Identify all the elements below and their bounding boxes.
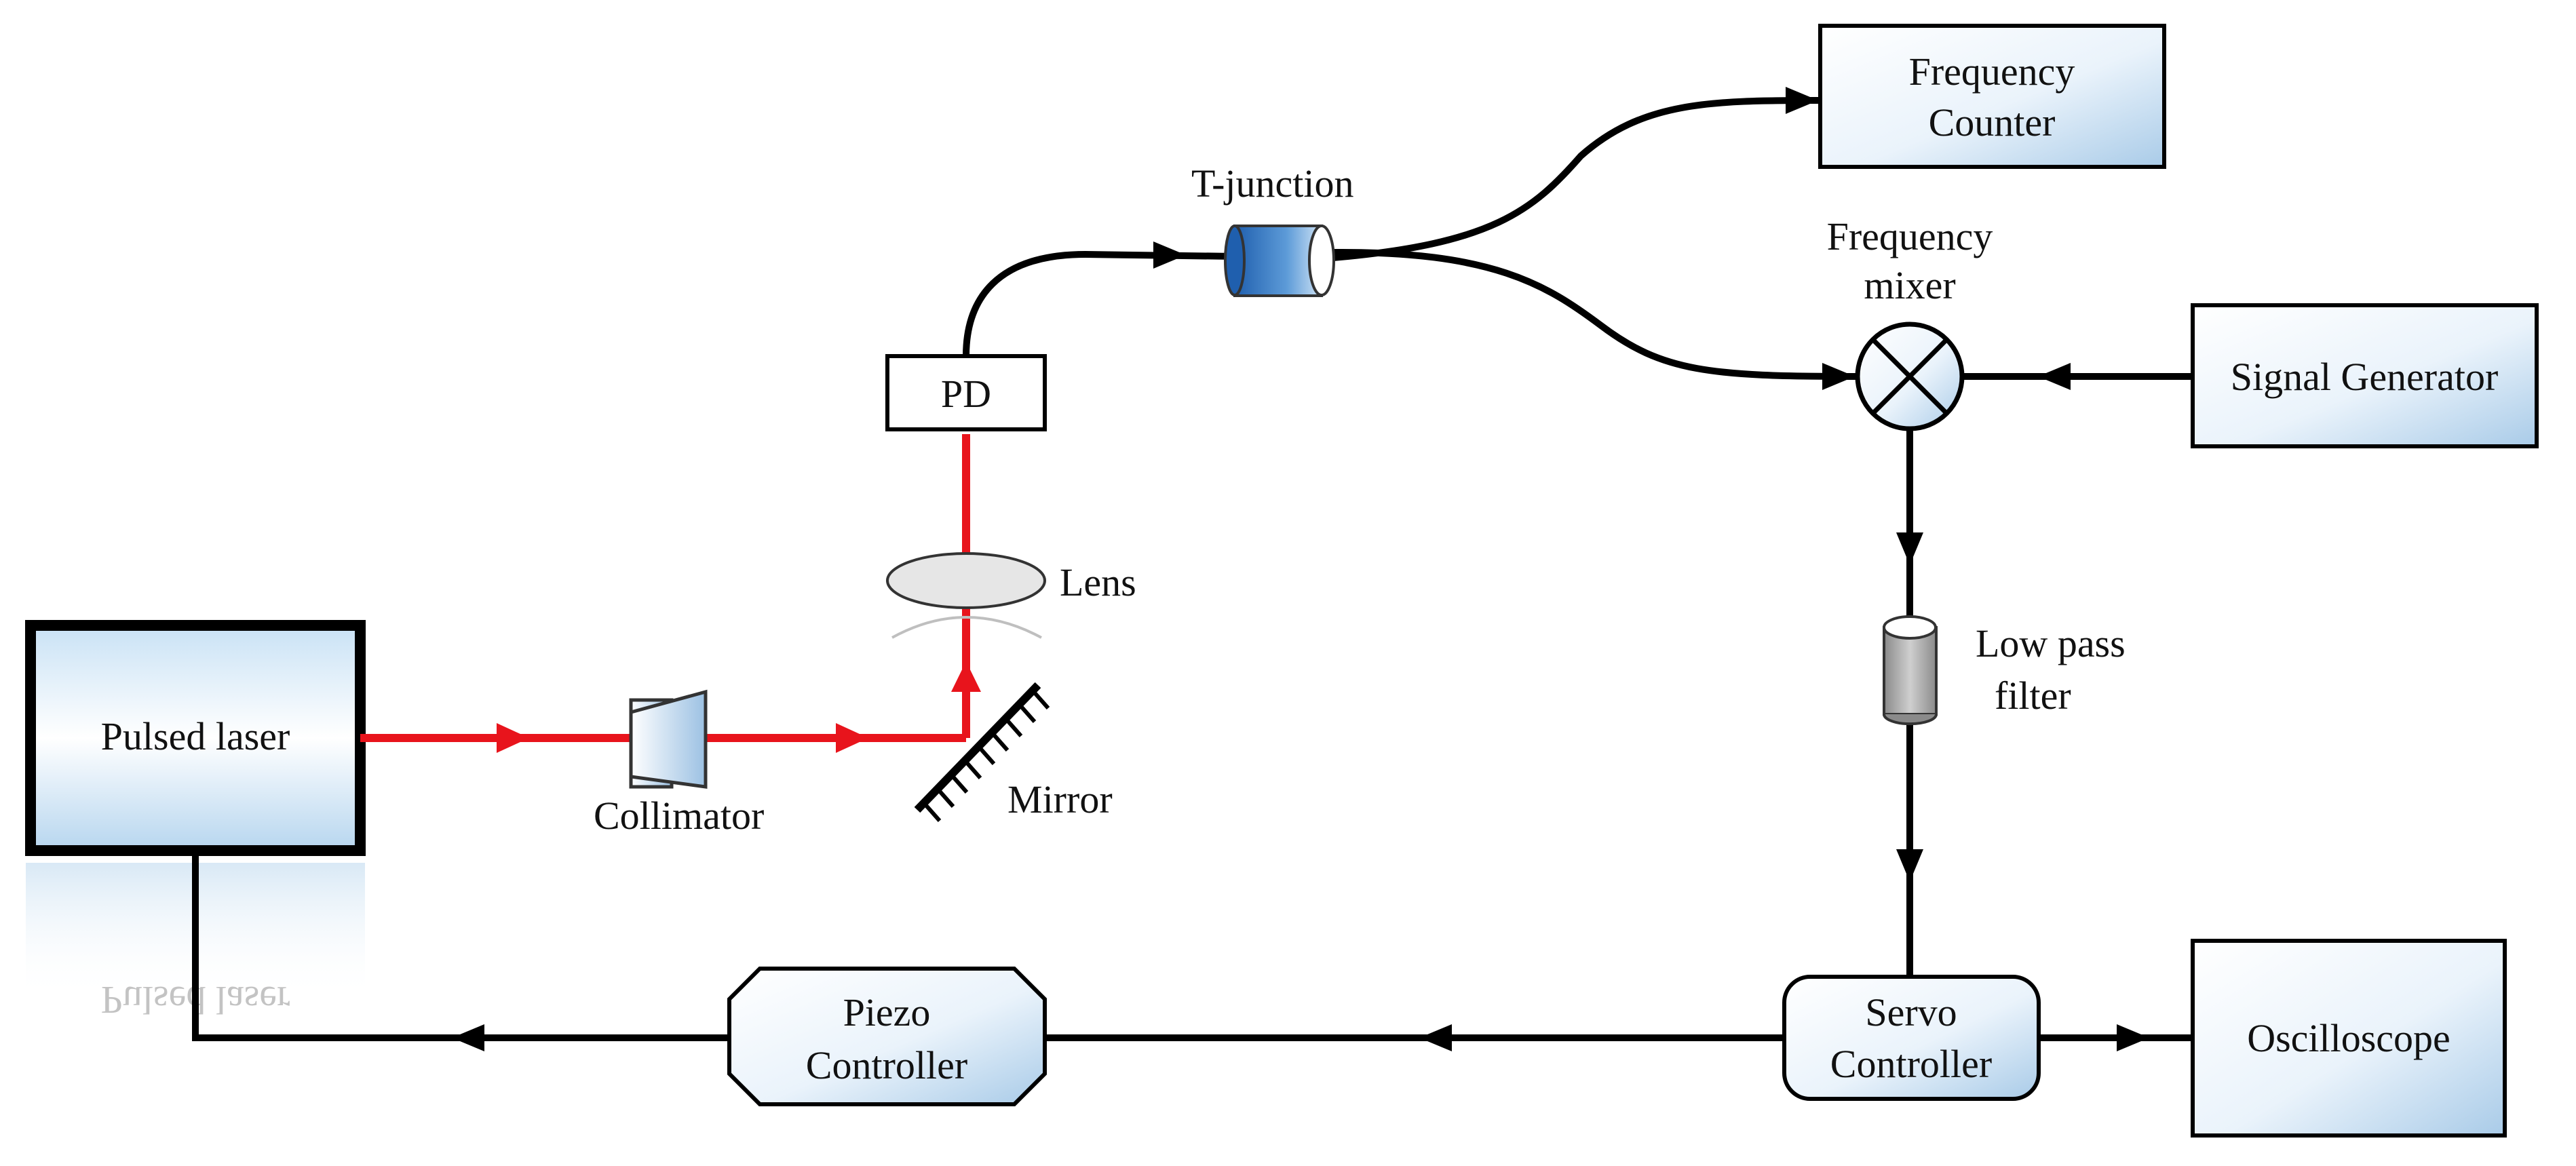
oscilloscope: Oscilloscope — [2191, 939, 2507, 1138]
frequency-mixer: Frequency mixer — [1827, 214, 1993, 431]
servo-controller: Servo Controller — [1782, 975, 2041, 1101]
wire-arrow-mixer-down — [1896, 532, 1923, 565]
wire-arrow-counter — [1786, 87, 1818, 114]
mirror: Mirror — [914, 682, 1113, 822]
t-junction: T-junction — [1191, 161, 1354, 297]
collimator-label: Collimator — [594, 794, 764, 838]
frequency-counter: Frequency Counter — [1818, 24, 2166, 169]
pd-label: PD — [941, 372, 991, 416]
collimator: Collimator — [594, 689, 764, 838]
low-pass-filter-label-line2: filter — [1995, 674, 2071, 718]
signal-wires — [192, 87, 2193, 1051]
servo-controller-label-line2: Controller — [1830, 1042, 1992, 1086]
low-pass-filter: Low pass filter — [1883, 615, 2126, 726]
piezo-controller-label-line2: Controller — [806, 1043, 967, 1087]
servo-controller-label-line1: Servo — [1865, 990, 1957, 1034]
photodetector: PD — [885, 354, 1047, 431]
oscilloscope-label: Oscilloscope — [2247, 1016, 2450, 1060]
pulsed-laser-label: Pulsed laser — [101, 714, 290, 758]
t-junction-label: T-junction — [1191, 161, 1354, 206]
pulsed-laser: Pulsed laser — [25, 620, 366, 856]
wire-arrow-osc — [2117, 1024, 2149, 1051]
wire-arrow-pd — [1153, 241, 1186, 269]
wire-arrow-piezo-laser — [452, 1024, 484, 1051]
piezo-controller-label-line1: Piezo — [843, 990, 931, 1034]
lens: Lens — [886, 552, 1136, 639]
frequency-counter-label-line1: Frequency — [1909, 50, 2075, 94]
beam-arrow-3 — [951, 661, 981, 692]
lens-label: Lens — [1060, 560, 1136, 604]
beam-arrow-2 — [836, 723, 868, 753]
frequency-mixer-label-line1: Frequency — [1827, 214, 1993, 258]
piezo-controller: Piezo Controller — [727, 967, 1047, 1106]
wire-arrow-siggen — [2038, 363, 2071, 390]
wire-arrow-servo-piezo — [1419, 1024, 1452, 1051]
mirror-label: Mirror — [1007, 777, 1113, 821]
low-pass-filter-label-line1: Low pass — [1976, 621, 2126, 665]
frequency-mixer-label-line2: mixer — [1864, 263, 1955, 307]
wire-arrow-mixer — [1822, 363, 1855, 390]
signal-generator: Signal Generator — [2191, 303, 2539, 448]
wire-arrow-filter-down — [1896, 849, 1923, 882]
signal-generator-label: Signal Generator — [2231, 355, 2499, 399]
beam-arrow-1 — [497, 723, 529, 753]
frequency-counter-label-line2: Counter — [1929, 100, 2056, 144]
